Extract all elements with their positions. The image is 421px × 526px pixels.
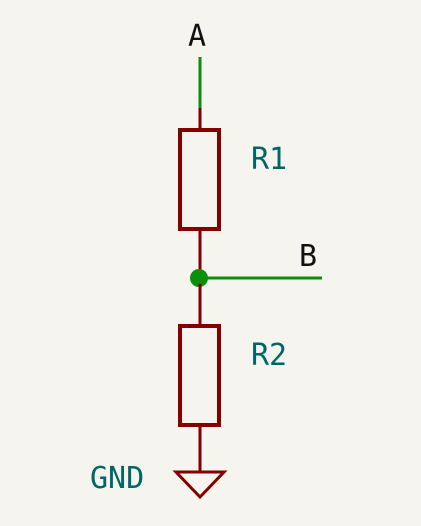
r2-body[interactable] <box>178 324 221 427</box>
net-label-a: A <box>188 19 206 54</box>
resistor-r2[interactable] <box>178 284 221 472</box>
net-label-b: B <box>299 239 317 274</box>
junction-dot-icon[interactable] <box>190 269 208 287</box>
r1-body[interactable] <box>178 128 221 231</box>
ground-symbol-icon[interactable] <box>172 470 228 500</box>
r1-reference-label: R1 <box>251 142 287 177</box>
resistor-r1[interactable] <box>178 108 221 272</box>
wires <box>198 57 322 280</box>
gnd-label: GND <box>90 461 144 496</box>
r2-reference-label: R2 <box>251 338 287 373</box>
